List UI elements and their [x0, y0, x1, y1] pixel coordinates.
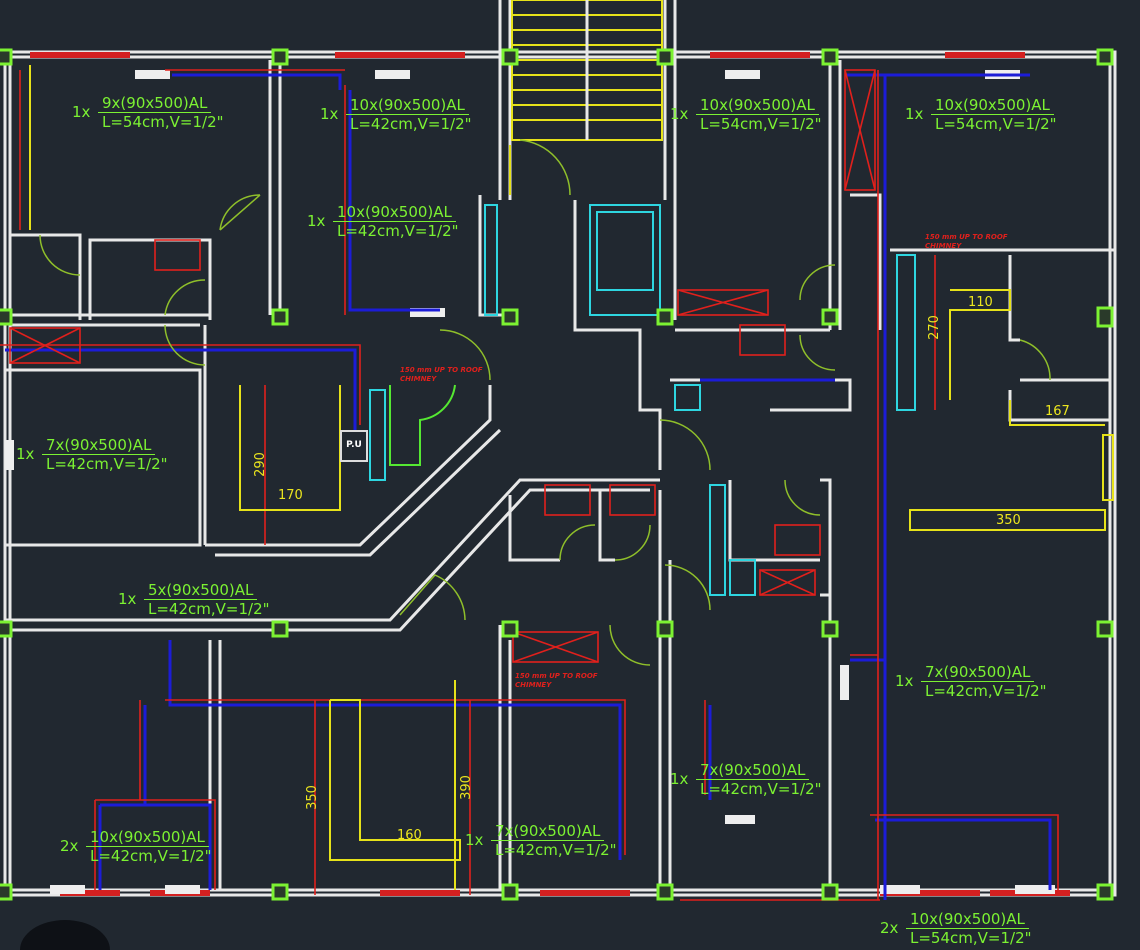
label-size: L=42cm,V=1/2" [925, 682, 1047, 700]
label-spec: 5x(90x500)AL [144, 583, 258, 600]
label-spec: 7x(90x500)AL [42, 438, 156, 455]
hatched-boxes [9, 69, 876, 663]
label-spec: 10x(90x500)AL [86, 830, 209, 847]
label-multiplier: 1x [895, 672, 914, 690]
sinks [154, 239, 821, 556]
label-size: L=54cm,V=1/2" [910, 929, 1032, 947]
label-spec: 10x(90x500)AL [931, 98, 1054, 115]
label-spec: 10x(90x500)AL [696, 98, 819, 115]
label-size: L=54cm,V=1/2" [102, 113, 224, 131]
doors [39, 139, 1051, 666]
label-multiplier: 1x [465, 831, 484, 849]
label-multiplier: 2x [880, 919, 899, 937]
label-size: L=42cm,V=1/2" [700, 780, 822, 798]
note-line: 150 mm UP TO ROOF [400, 366, 483, 374]
label-spec: 7x(90x500)AL [921, 665, 1035, 682]
note-line: CHIMNEY [925, 242, 962, 250]
label-multiplier: 1x [72, 103, 91, 121]
columns [0, 48, 1114, 901]
label-multiplier: 1x [670, 105, 689, 123]
dimension-text: 167 [1045, 404, 1070, 419]
label-spec: 10x(90x500)AL [346, 98, 469, 115]
label-spec: 7x(90x500)AL [491, 824, 605, 841]
label-size: L=42cm,V=1/2" [90, 847, 212, 865]
note-line: 150 mm UP TO ROOF [515, 672, 598, 680]
corner-shadow [20, 920, 110, 950]
dimension-text: 270 [926, 315, 942, 340]
label-spec: 7x(90x500)AL [696, 763, 810, 780]
dimension-text: 110 [968, 295, 993, 310]
staircase [511, 0, 663, 141]
shafts [369, 204, 916, 596]
label-size: L=54cm,V=1/2" [935, 115, 1057, 133]
unit-label: P.U [340, 430, 368, 462]
label-size: L=42cm,V=1/2" [46, 455, 168, 473]
dimension-text: 350 [996, 513, 1021, 528]
label-spec: 10x(90x500)AL [333, 205, 456, 222]
label-size: L=42cm,V=1/2" [337, 222, 459, 240]
label-spec: 9x(90x500)AL [98, 96, 212, 113]
label-multiplier: 1x [905, 105, 924, 123]
dimension-text: 170 [278, 488, 303, 503]
label-size: L=54cm,V=1/2" [700, 115, 822, 133]
label-multiplier: 1x [118, 590, 137, 608]
label-size: L=42cm,V=1/2" [148, 600, 270, 618]
duct-lines [0, 69, 1059, 901]
fixtures [29, 65, 1114, 890]
label-multiplier: 1x [320, 105, 339, 123]
dimension-text: 290 [252, 452, 268, 477]
label-multiplier: 2x [60, 837, 79, 855]
dimension-text: 350 [304, 785, 320, 810]
windows [5, 52, 1070, 896]
note-line: CHIMNEY [515, 681, 552, 689]
label-size: L=42cm,V=1/2" [350, 115, 472, 133]
note-line: CHIMNEY [400, 375, 437, 383]
dimension-text: 160 [397, 828, 422, 843]
label-multiplier: 1x [307, 212, 326, 230]
label-size: L=42cm,V=1/2" [495, 841, 617, 859]
walls [3, 0, 1117, 897]
label-multiplier: 1x [16, 445, 35, 463]
dimension-text: 390 [458, 775, 474, 800]
label-spec: 10x(90x500)AL [906, 912, 1029, 929]
label-multiplier: 1x [670, 770, 689, 788]
note-line: 150 mm UP TO ROOF [925, 233, 1008, 241]
